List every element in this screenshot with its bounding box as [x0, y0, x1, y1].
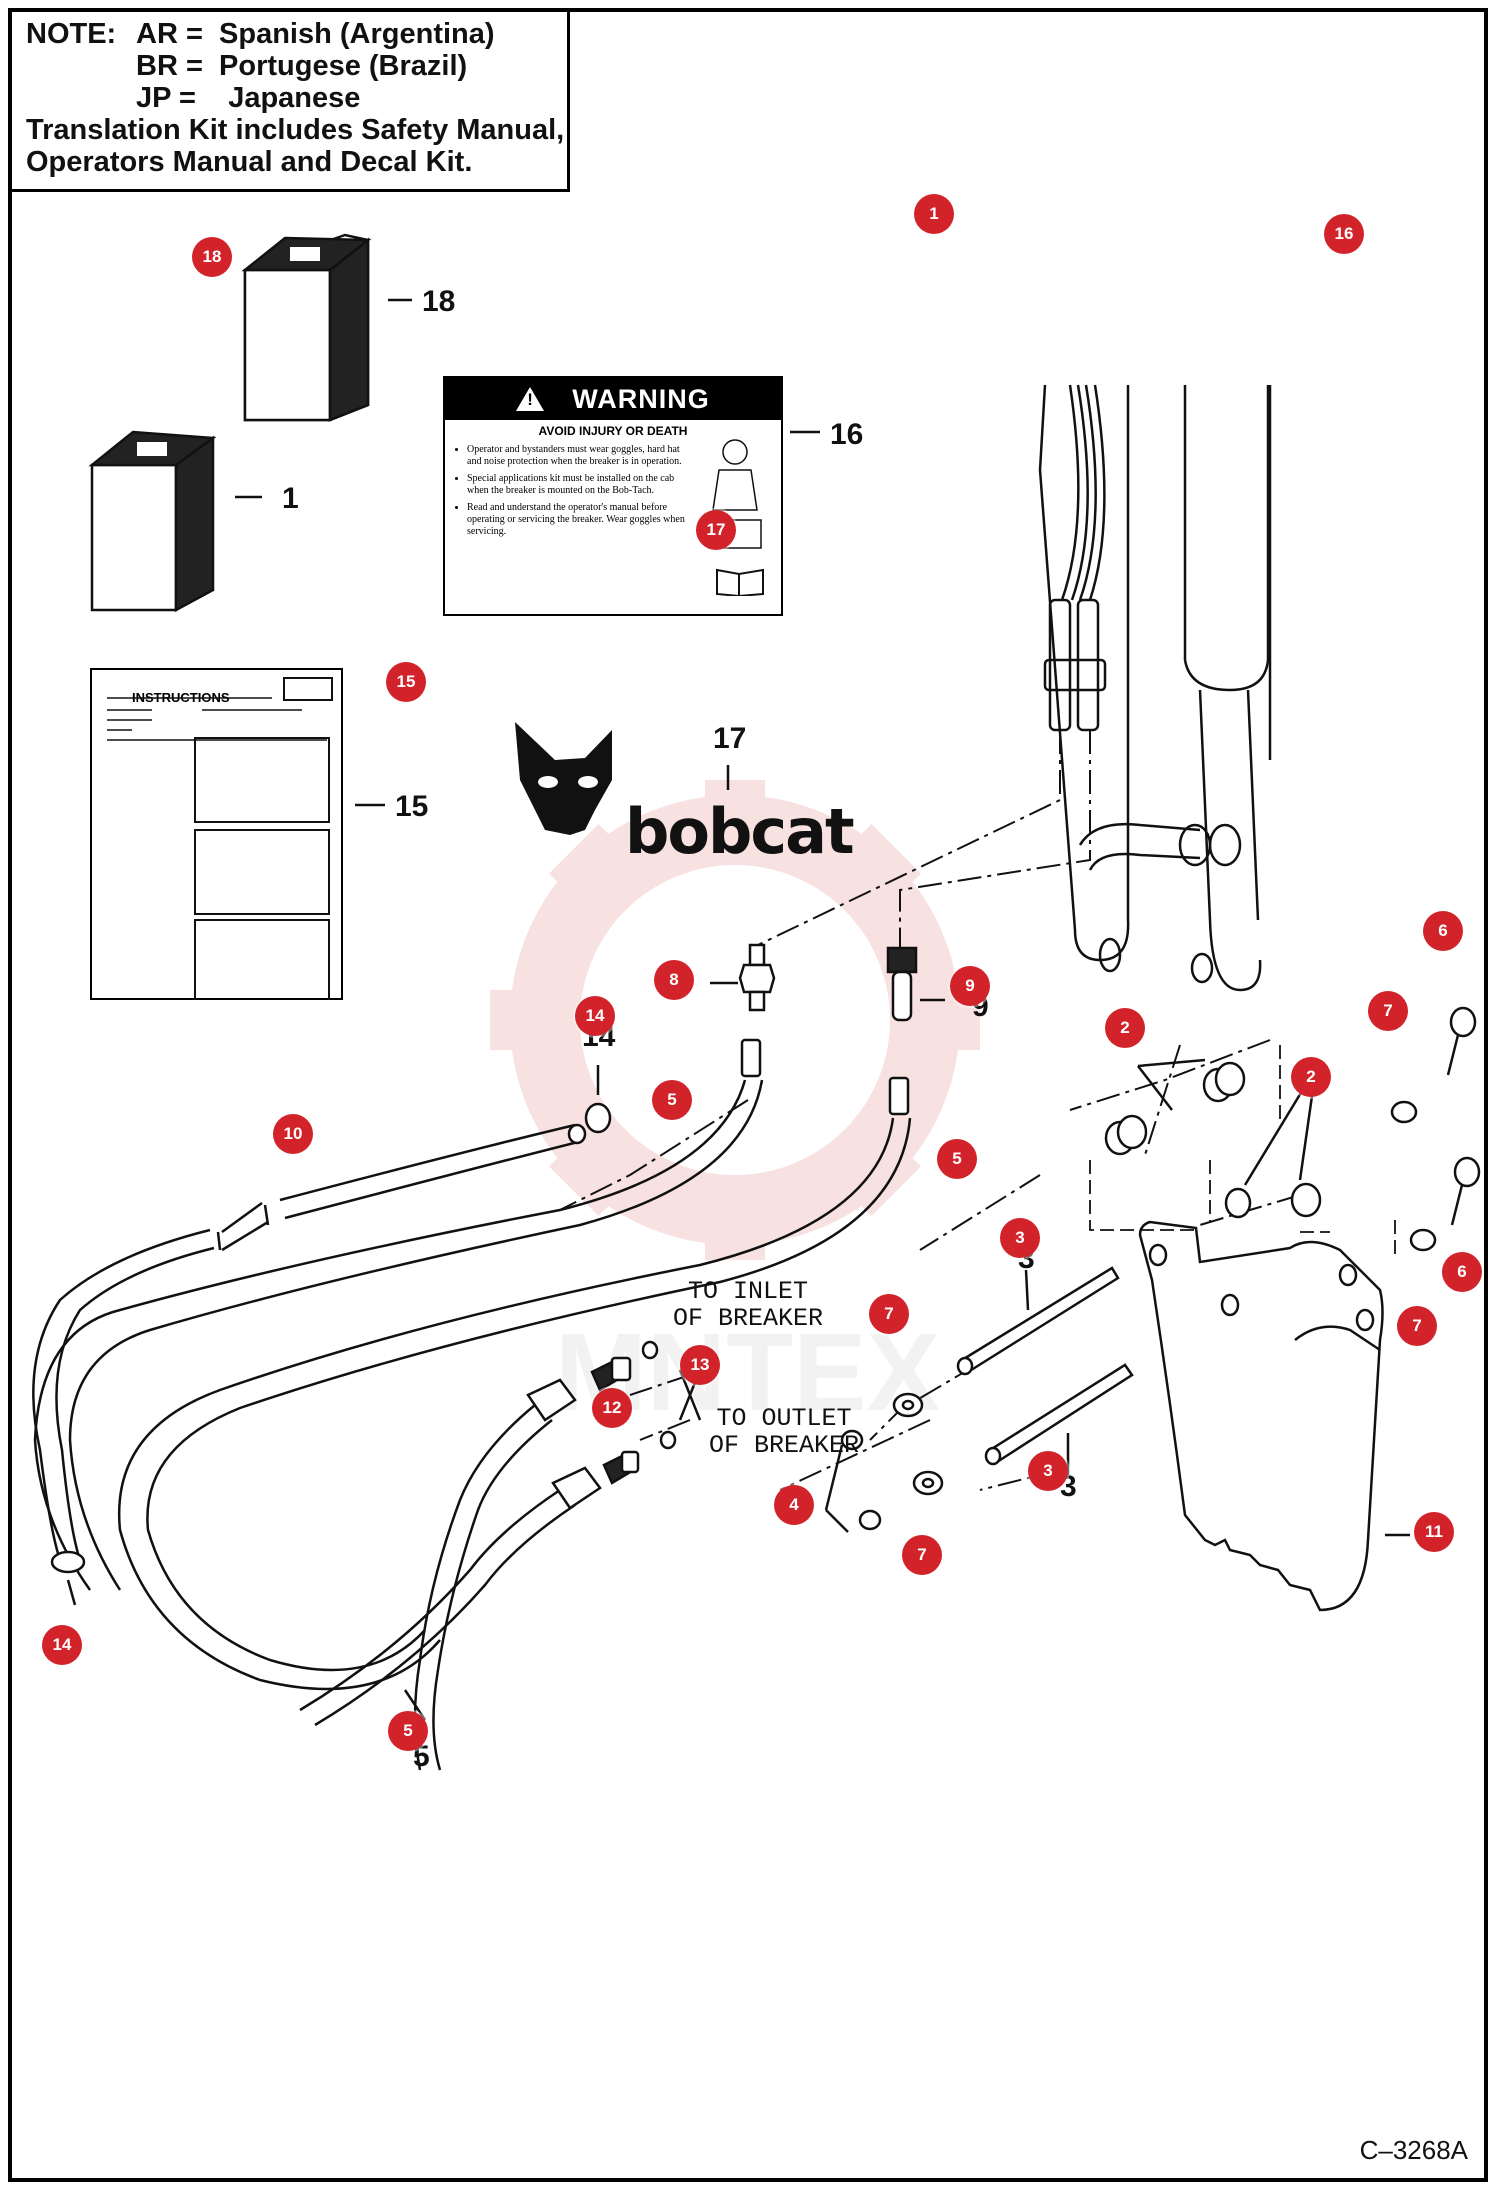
note-prefix: NOTE: — [26, 18, 117, 50]
callout-6[interactable]: 6 — [1423, 911, 1463, 951]
callout-3[interactable]: 3 — [1028, 1451, 1068, 1491]
callout-5[interactable]: 5 — [652, 1080, 692, 1120]
callout-16[interactable]: 16 — [1324, 214, 1364, 254]
callout-18[interactable]: 18 — [192, 237, 232, 277]
callout-7[interactable]: 7 — [1368, 991, 1408, 1031]
callout-14[interactable]: 14 — [42, 1625, 82, 1665]
note-lang-br: BR = Portugese (Brazil) — [136, 50, 468, 82]
manual-18 — [241, 233, 412, 422]
mounting-bracket-11 — [1138, 1220, 1410, 1612]
hose-pair-5-upper — [33, 1038, 912, 1691]
translation-note: NOTE: AR = Spanish (Argentina) BR = Port… — [12, 12, 570, 192]
callout-4[interactable]: 4 — [774, 1485, 814, 1525]
callout-3[interactable]: 3 — [1000, 1218, 1040, 1258]
callout-10[interactable]: 10 — [273, 1114, 313, 1154]
callout-7[interactable]: 7 — [869, 1294, 909, 1334]
alignment-frames — [1089, 1045, 1396, 1260]
callout-9[interactable]: 9 — [950, 966, 990, 1006]
callout-5[interactable]: 5 — [937, 1139, 977, 1179]
part-number-1: 1 — [282, 482, 299, 515]
warning-decal-16: ! WARNING AVOID INJURY OR DEATH Operator… — [443, 376, 783, 616]
callout-7[interactable]: 7 — [902, 1535, 942, 1575]
callout-5[interactable]: 5 — [388, 1711, 428, 1751]
hose-10 — [32, 1123, 587, 1561]
pin-3-lower — [984, 1363, 1134, 1475]
callout-15[interactable]: 15 — [386, 662, 426, 702]
warning-item: Read and understand the operator's manua… — [467, 502, 695, 538]
callout-6[interactable]: 6 — [1442, 1252, 1482, 1292]
bobcat-logo-icon — [515, 722, 612, 835]
fitting-8 — [710, 943, 776, 1012]
callout-7[interactable]: 7 — [1397, 1306, 1437, 1346]
warning-heading: WARNING — [572, 383, 710, 414]
note-lang-jp: JP = Japanese — [136, 82, 361, 114]
fittings-12-13 — [590, 1340, 702, 1485]
part-number-17: 17 — [713, 722, 747, 755]
drawing-code: C–3268A — [1359, 2135, 1468, 2165]
callout-8[interactable]: 8 — [654, 960, 694, 1000]
hose-lower-5 — [299, 1378, 602, 1771]
pin-3-upper — [956, 1266, 1120, 1376]
lynch-pins-6 — [1446, 1006, 1481, 1226]
warning-triangle-icon: ! — [516, 387, 545, 411]
manual-book-icon — [716, 568, 764, 596]
part-number-15: 15 — [395, 790, 429, 823]
callout-2[interactable]: 2 — [1105, 1008, 1145, 1048]
boom-arm — [1038, 384, 1272, 992]
callout-2[interactable]: 2 — [1291, 1057, 1331, 1097]
part-number-18: 18 — [422, 285, 456, 318]
instruction-layout — [107, 677, 333, 1000]
callout-11[interactable]: 11 — [1414, 1512, 1454, 1552]
warning-decal-header: ! WARNING — [445, 378, 781, 420]
warning-item: Special applications kit must be install… — [467, 473, 695, 497]
callout-1[interactable]: 1 — [914, 194, 954, 234]
callout-14[interactable]: 14 — [575, 996, 615, 1036]
instruction-sheet-15: INSTRUCTIONS — [90, 668, 343, 1000]
callout-17[interactable]: 17 — [696, 510, 736, 550]
bushings-2 — [1104, 1058, 1322, 1219]
manual-1 — [88, 430, 262, 613]
bobcat-wordmark: bobcat — [625, 795, 855, 868]
washers — [824, 1100, 1437, 1533]
callout-12[interactable]: 12 — [592, 1388, 632, 1428]
clamp-14 — [50, 1065, 612, 1606]
warning-subheading: AVOID INJURY OR DEATH — [538, 424, 688, 438]
part-number-16: 16 — [830, 418, 864, 451]
warning-item: Operator and bystanders must wear goggle… — [467, 444, 695, 468]
diagram-frame — [8, 8, 1488, 2182]
callout-13[interactable]: 13 — [680, 1345, 720, 1385]
note-kit-line2: Operators Manual and Decal Kit. — [26, 146, 473, 178]
note-lang-ar: AR = Spanish (Argentina) — [136, 18, 495, 50]
note-kit-line1: Translation Kit includes Safety Manual, — [26, 114, 565, 146]
quick-coupler-9 — [886, 946, 945, 1022]
warning-items: Operator and bystanders must wear goggle… — [445, 444, 781, 538]
